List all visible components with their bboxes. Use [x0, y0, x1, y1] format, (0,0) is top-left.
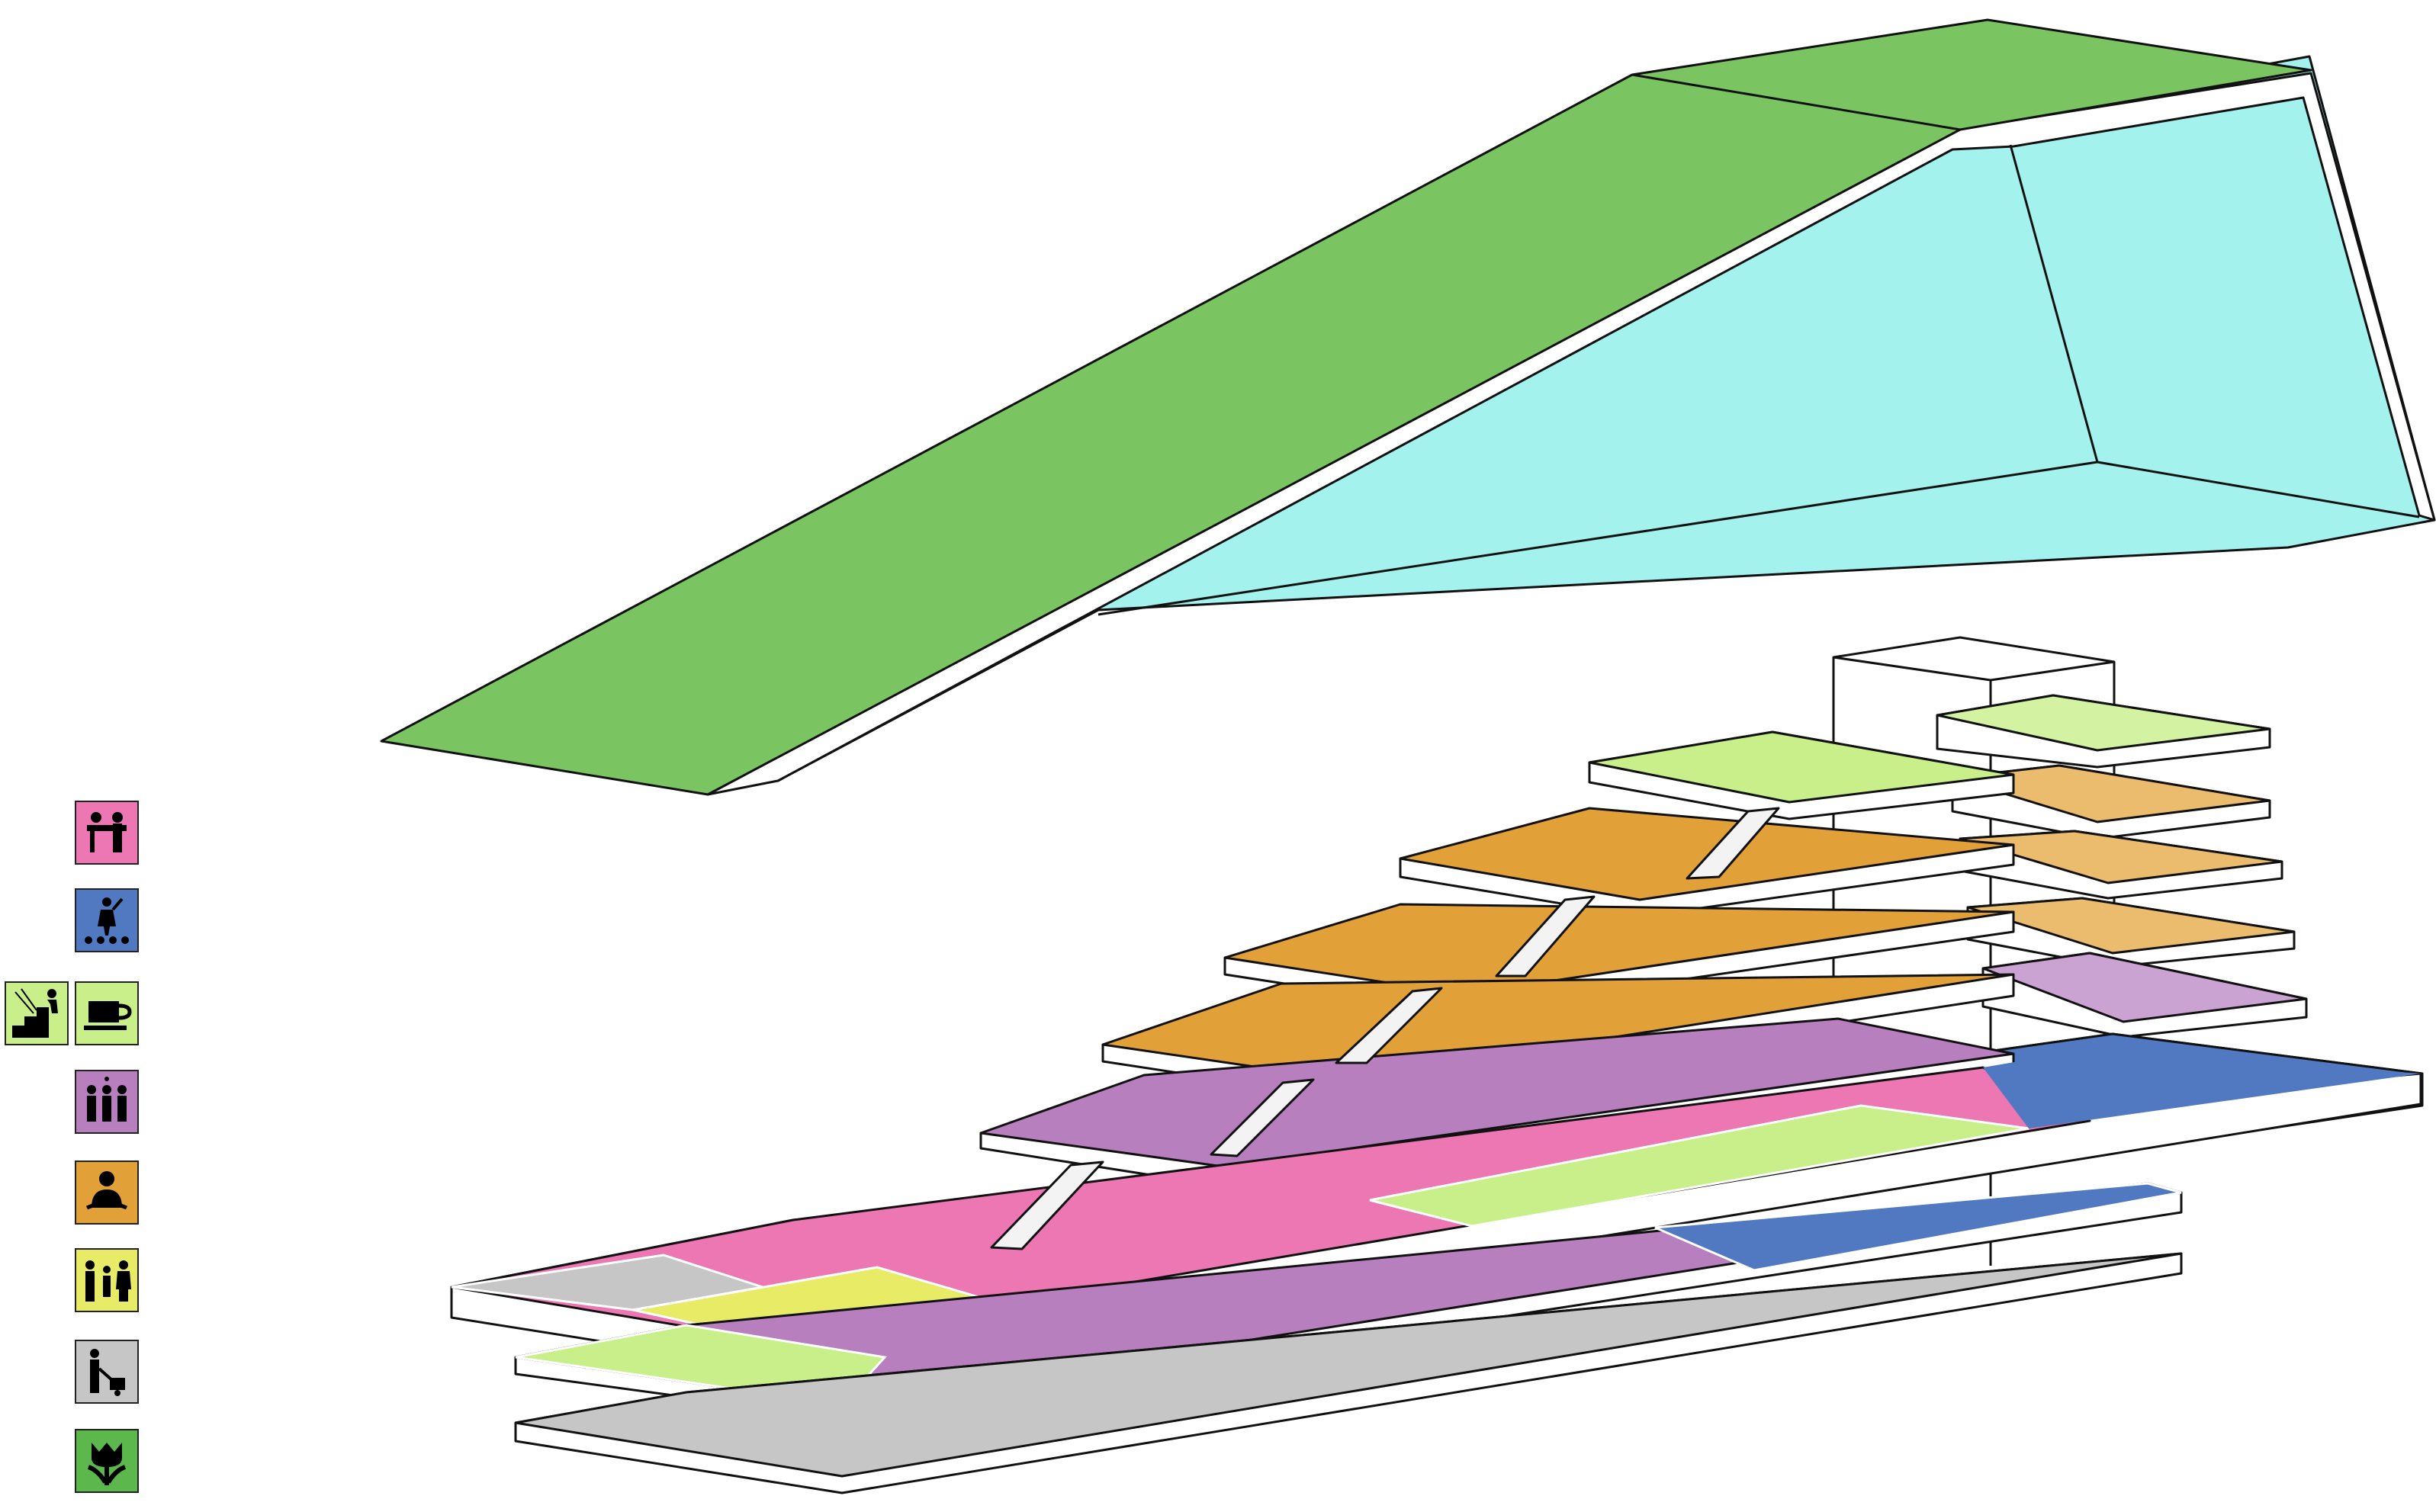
roof-volume: [380, 18, 2436, 796]
coffee-cup-icon: [75, 981, 139, 1045]
ramp-3: [1335, 987, 1443, 1064]
roof-inner-edge-3: [2097, 461, 2420, 518]
ramp-5: [990, 1160, 1104, 1250]
slab-top: [1588, 730, 2015, 804]
slab-basement: [514, 1252, 2183, 1478]
ramp-4: [1210, 1078, 1315, 1157]
reception-people-icon: [75, 801, 139, 865]
wellness-person-icon: [75, 1160, 139, 1225]
presenter-audience-icon: [75, 888, 139, 952]
stair-climb-icon: [5, 981, 69, 1045]
slab-orange-1: [1399, 807, 2015, 901]
cascade-slabs: [450, 730, 2422, 1494]
meeting-group-icon: [75, 1070, 139, 1134]
ramp-2: [1495, 895, 1596, 978]
roof-inner-edge-2: [1097, 461, 2098, 616]
ramps: [990, 807, 1780, 1250]
zone-blue: [1983, 1049, 2421, 1128]
tulip-flower-icon: [75, 1429, 139, 1493]
roof-inner-edge: [2009, 144, 2099, 463]
zone-mezz-blue: [1654, 1182, 2182, 1272]
family-group-icon: [75, 1248, 139, 1312]
ramp-1: [1686, 807, 1780, 880]
roof-ridge-line: [1631, 73, 1961, 131]
luggage-trolley-icon: [75, 1340, 139, 1404]
